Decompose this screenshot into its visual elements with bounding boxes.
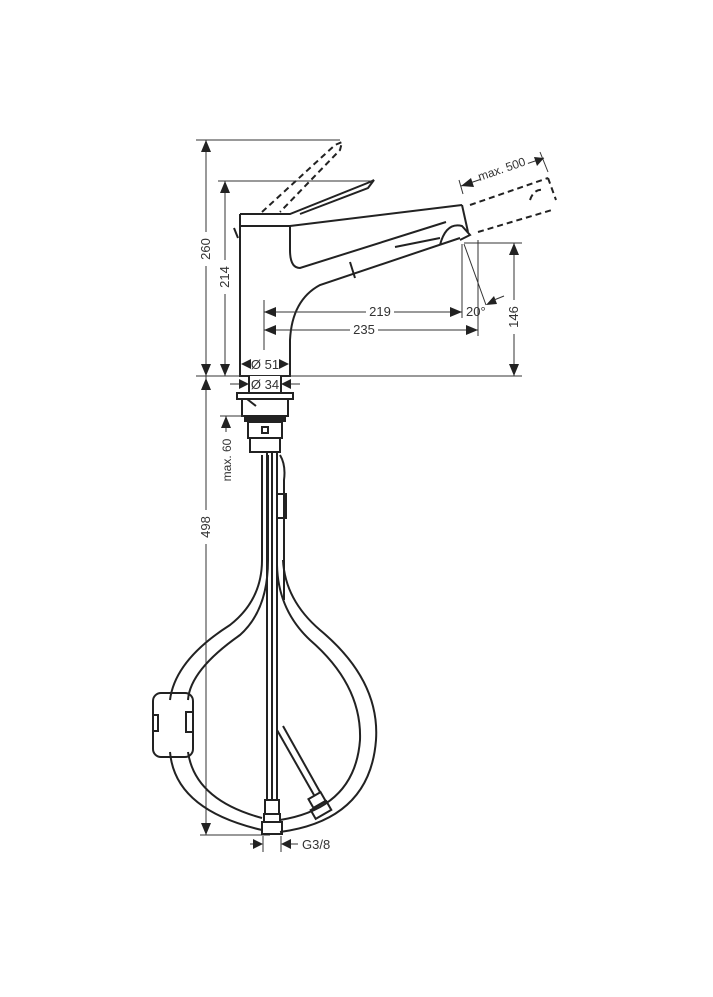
pullout-hose-loop xyxy=(169,455,378,833)
spray-head xyxy=(439,204,472,246)
dim-spout-reach: 219 235 xyxy=(263,240,479,350)
dim-spout-height: 214 xyxy=(217,180,372,376)
dim-body-diameter: Ø 51 xyxy=(241,357,289,372)
dim-spout-clearance: 146 xyxy=(464,242,522,376)
mounting-nut xyxy=(236,392,294,453)
label-spout-height: 214 xyxy=(217,266,232,288)
dim-total-height: 260 xyxy=(196,139,340,378)
faucet-body xyxy=(233,204,463,377)
hose-weight xyxy=(152,692,194,758)
supply-hoses xyxy=(261,452,333,835)
pulled-out-spray-outline xyxy=(469,177,557,233)
label-pullout-length: max. 500 xyxy=(476,154,528,183)
label-reach-outer: 235 xyxy=(353,322,375,337)
label-spray-angle: 20° xyxy=(466,304,486,319)
label-hose-length: 498 xyxy=(198,516,213,538)
dim-connection-thread: G3/8 xyxy=(250,836,330,852)
lever-handle-raised-outline xyxy=(261,140,344,213)
label-reach-inner: 219 xyxy=(369,304,391,319)
label-total-height: 260 xyxy=(198,238,213,260)
label-shank-diameter: Ø 34 xyxy=(251,377,279,392)
dim-pullout-length: max. 500 xyxy=(458,151,549,195)
label-spout-clearance: 146 xyxy=(506,306,521,328)
label-body-diameter: Ø 51 xyxy=(251,357,279,372)
dim-shank-diameter: Ø 34 xyxy=(230,376,300,392)
dim-counter-thickness: max. 60 xyxy=(220,415,244,481)
dim-hose-length: 498 xyxy=(198,378,270,836)
label-connection-thread: G3/8 xyxy=(302,837,330,852)
dim-spray-angle: 20° xyxy=(463,243,505,319)
label-counter-thickness: max. 60 xyxy=(220,438,234,481)
